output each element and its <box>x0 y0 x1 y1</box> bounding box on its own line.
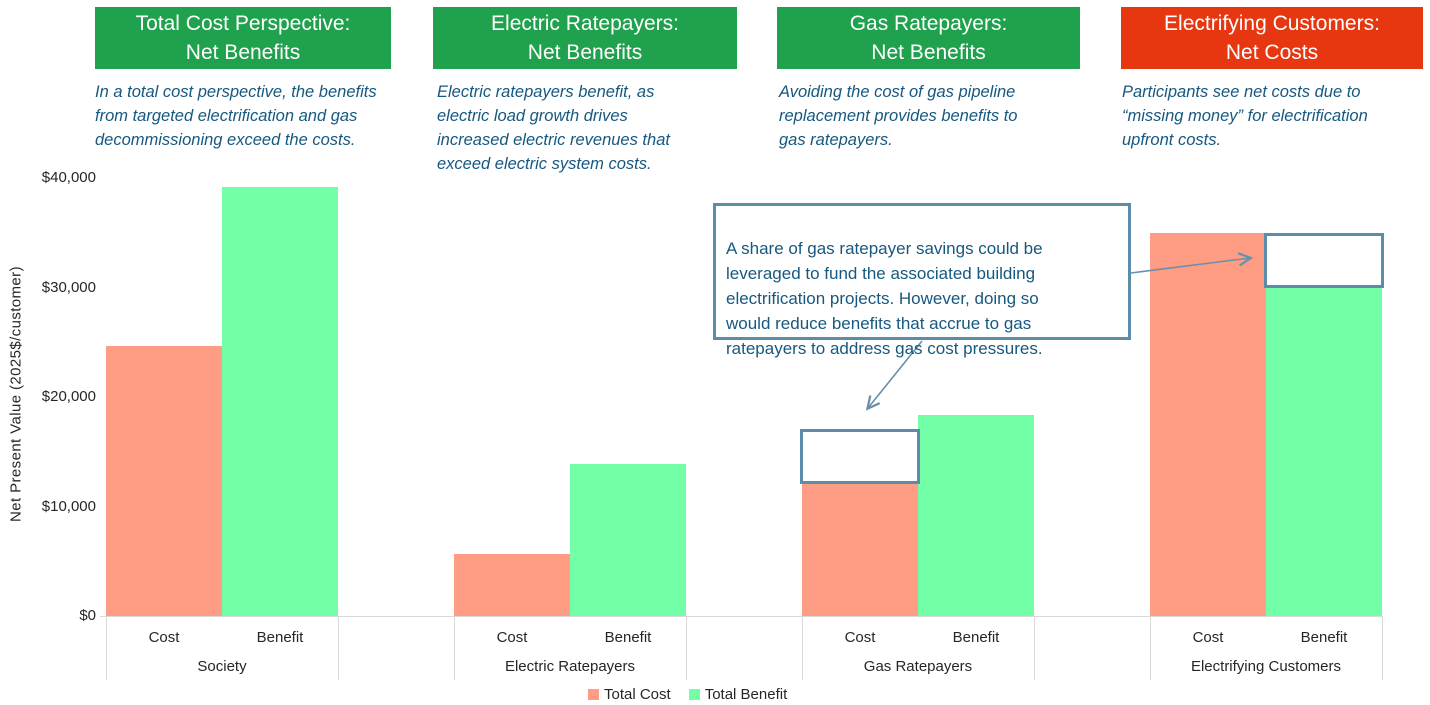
leveraged-share-box <box>800 428 920 484</box>
legend-label-total-cost: Total Cost <box>604 686 671 703</box>
x-axis-line <box>100 616 1382 617</box>
bar-cost-2 <box>802 483 918 616</box>
bar-label: Cost <box>844 629 876 646</box>
bar-benefit-1 <box>570 463 686 616</box>
legend-label-total-benefit: Total Benefit <box>704 686 788 703</box>
bar-label: Benefit <box>256 629 304 646</box>
y-tick-label: $20,000 <box>41 388 96 405</box>
category-divider <box>1150 616 1151 680</box>
bar-label: Benefit <box>604 629 652 646</box>
category-divider <box>454 616 455 680</box>
category-divider <box>686 616 687 680</box>
y-tick-label: $30,000 <box>41 278 96 296</box>
callout-box: A share of gas ratepayer savings could b… <box>713 203 1131 358</box>
bar-cost-3 <box>1150 232 1266 617</box>
y-tick-label: $40,000 <box>41 169 96 186</box>
legend-item-total-cost: Total Cost <box>588 686 671 703</box>
panel-title-gas-ratepayers: Gas Ratepayers: Net Benefits <box>777 7 1080 69</box>
legend-item-total-benefit: Total Benefit <box>688 686 788 703</box>
panel-title-total-cost-perspective: Total Cost Perspective: Net Benefits <box>95 7 391 69</box>
category-label: Electric Ratepayers <box>504 658 636 675</box>
bar-cost-0 <box>106 345 222 616</box>
chart-legend: Total Cost Total Benefit <box>588 686 787 703</box>
bar-label: Cost <box>1192 629 1224 646</box>
bar-benefit-2 <box>918 414 1034 616</box>
legend-swatch-total-benefit <box>688 689 700 700</box>
bar-label: Benefit <box>1300 629 1348 646</box>
panel-title-electric-ratepayers: Electric Ratepayers: Net Benefits <box>433 7 737 69</box>
leveraged-share-box <box>1264 232 1384 288</box>
callout-text: A share of gas ratepayer savings could b… <box>726 239 1043 358</box>
category-divider <box>802 616 803 680</box>
bar-label: Cost <box>496 629 528 646</box>
panel-description-electric-ratepayers: Electric ratepayers benefit, as electric… <box>437 83 670 173</box>
category-divider <box>1034 616 1035 680</box>
category-label: Electrifying Customers <box>1190 658 1342 675</box>
bar-benefit-3 <box>1266 287 1382 616</box>
category-divider <box>1382 616 1383 680</box>
bar-label: Cost <box>148 629 180 646</box>
category-label: Society <box>197 658 247 675</box>
category-divider <box>338 616 339 680</box>
category-divider <box>106 616 107 680</box>
panel-description-total-cost-perspective: In a total cost perspective, the benefit… <box>95 83 377 149</box>
bar-label: Benefit <box>952 629 1000 646</box>
bar-benefit-0 <box>222 186 338 616</box>
panel-description-electrifying-customers: Participants see net costs due to “missi… <box>1122 83 1368 149</box>
legend-swatch-total-cost <box>588 689 599 700</box>
bar-cost-1 <box>454 553 570 616</box>
y-tick-label: $10,000 <box>41 497 96 515</box>
y-tick-label: $0 <box>79 607 96 624</box>
category-label: Gas Ratepayers <box>863 658 973 675</box>
panel-description-gas-ratepayers: Avoiding the cost of gas pipeline replac… <box>779 83 1018 149</box>
panel-title-electrifying-customers: Electrifying Customers: Net Costs <box>1121 7 1423 69</box>
